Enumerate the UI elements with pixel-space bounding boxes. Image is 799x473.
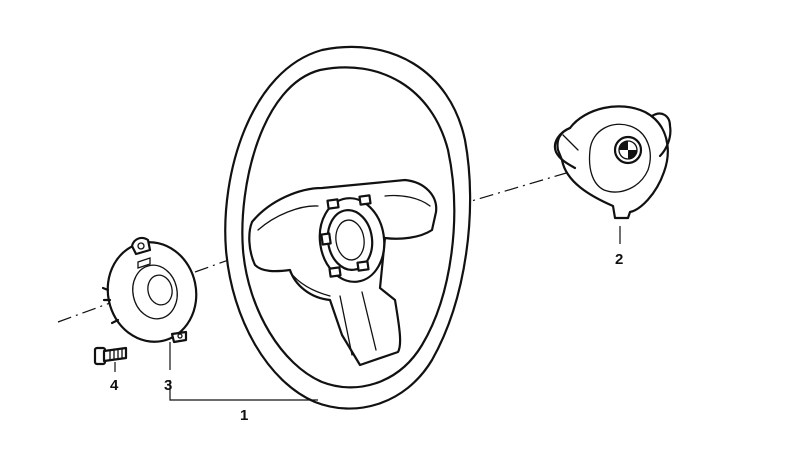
callout-3: 3 (164, 377, 172, 394)
hub-adapter-plate (101, 236, 198, 344)
callout-4: 4 (110, 377, 119, 394)
horn-pad-cover (553, 105, 672, 220)
callout-1: 1 (240, 407, 248, 424)
callout-2: 2 (615, 251, 623, 268)
steering-wheel (224, 45, 472, 410)
mounting-screw (93, 346, 128, 366)
callout-leaders (114, 226, 621, 401)
